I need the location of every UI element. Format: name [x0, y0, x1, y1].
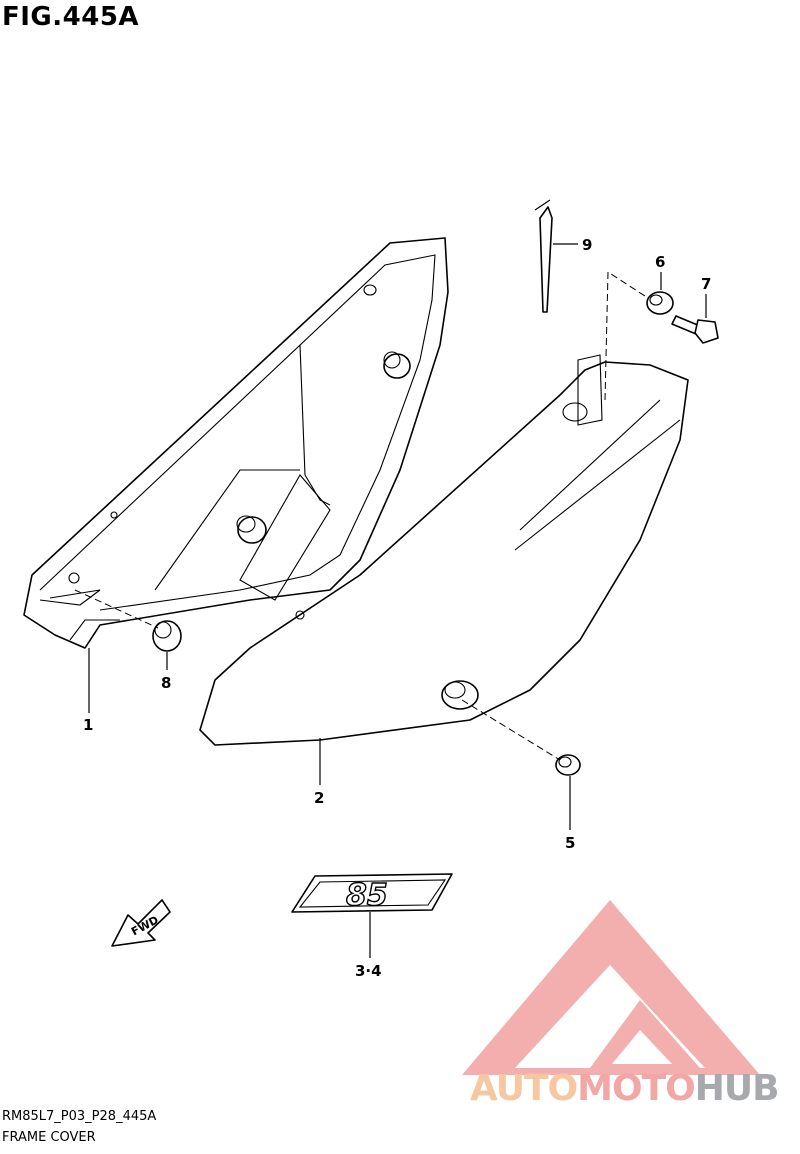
- left-frame-cover-part: [23, 237, 449, 649]
- watermark-text: AUTOMOTOHUB: [470, 1068, 780, 1109]
- callout-5: 5: [565, 834, 575, 852]
- assembly-line: [461, 699, 561, 761]
- callout-8: 8: [161, 674, 171, 692]
- callout-3-4: 3·4: [355, 962, 382, 980]
- assembly-line: [604, 271, 649, 401]
- watermark-logo-icon: [462, 900, 760, 1075]
- figure-title: FIG.445A: [2, 2, 140, 32]
- callout-7: 7: [701, 275, 711, 293]
- emblem-text: 85: [346, 878, 388, 913]
- grommet-part-8: [152, 620, 182, 652]
- figure-name: FRAME COVER: [2, 1130, 96, 1145]
- watermark-moto: MOTO: [577, 1068, 696, 1109]
- fwd-arrow-icon: FWD: [111, 899, 171, 947]
- bolt-part-7: [671, 315, 719, 344]
- callout-1: 1: [83, 716, 93, 734]
- watermark-hub: HUB: [694, 1068, 780, 1109]
- right-frame-cover-part: [199, 354, 689, 746]
- watermark-auto: AUTO: [470, 1068, 578, 1109]
- grommet-part-5: [555, 754, 581, 776]
- callout-9: 9: [582, 236, 592, 254]
- callout-6: 6: [655, 253, 665, 271]
- grommet-part-6: [646, 291, 674, 315]
- cable-tie-part-9: [534, 199, 553, 313]
- emblem-85-part: 85: [291, 873, 453, 914]
- figure-code: RM85L7_P03_P28_445A: [2, 1109, 157, 1124]
- callout-2: 2: [314, 789, 324, 807]
- figure-footer: RM85L7_P03_P28_445A FRAME COVER: [2, 1106, 156, 1148]
- assembly-line: [74, 589, 159, 629]
